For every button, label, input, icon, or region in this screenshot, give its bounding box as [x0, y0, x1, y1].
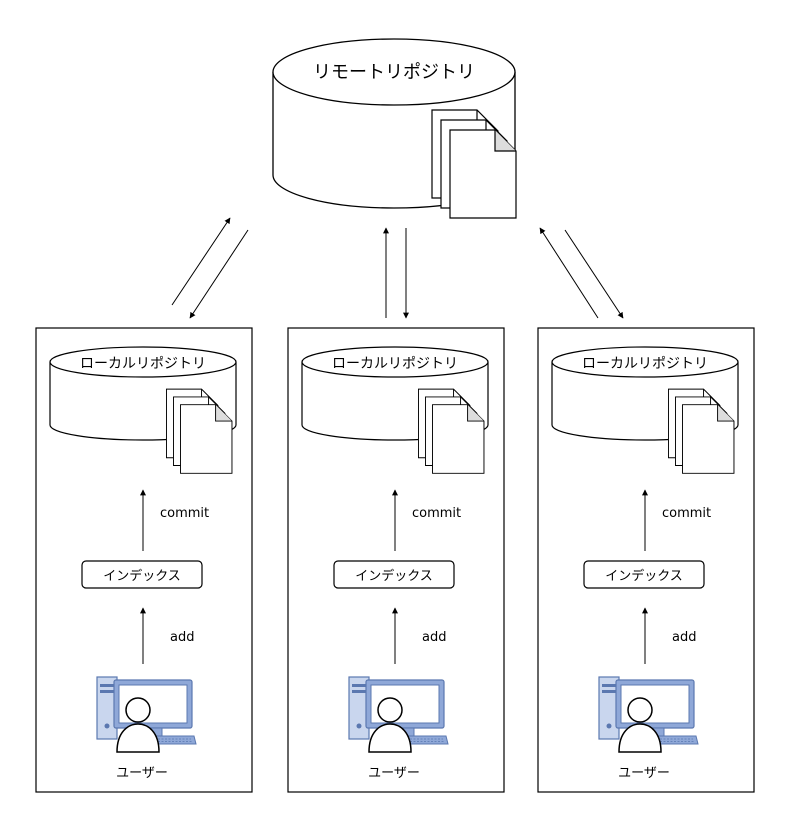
- environment-frame: [35, 327, 253, 793]
- user-label: ユーザー: [116, 766, 168, 781]
- pull-arrow-left: [189, 229, 249, 319]
- pull-arrow-right: [564, 229, 624, 319]
- commit-label: commit: [662, 506, 711, 521]
- user-environment-3: ローカルリポジトリ commit インデックス add ユーザー: [537, 327, 755, 793]
- user-label: ユーザー: [368, 766, 420, 781]
- user-label: ユーザー: [618, 766, 670, 781]
- local-cylinder-top: [551, 346, 739, 378]
- environment-frame: [287, 327, 505, 793]
- index-box: [333, 560, 455, 589]
- sync-arrows: [171, 217, 624, 319]
- user-environment-2: ローカルリポジトリ commit インデックス add ユーザー: [287, 327, 505, 793]
- index-box: [81, 560, 203, 589]
- commit-label: commit: [412, 506, 461, 521]
- index-label: インデックス: [103, 568, 181, 584]
- index-box: [583, 560, 705, 589]
- local-repository-label: ローカルリポジトリ: [582, 356, 708, 372]
- remote-repository: リモートリポジトリ: [272, 38, 517, 219]
- commit-label: commit: [160, 506, 209, 521]
- push-arrow-left: [171, 217, 231, 306]
- add-label: add: [422, 630, 446, 645]
- remote-cylinder-top: [272, 38, 516, 106]
- add-label: add: [170, 630, 194, 645]
- user-computer-icon: [96, 676, 197, 753]
- index-label: インデックス: [355, 568, 433, 584]
- local-repository-label: ローカルリポジトリ: [80, 356, 206, 372]
- user-environment-1: ローカルリポジトリ commit インデックス add ユーザー: [35, 327, 253, 793]
- index-label: インデックス: [605, 568, 683, 584]
- local-repository-label: ローカルリポジトリ: [332, 356, 458, 372]
- user-computer-icon: [348, 676, 449, 753]
- local-cylinder-top: [49, 346, 237, 378]
- user-computer-icon: [598, 676, 699, 753]
- push-arrow-right: [539, 227, 599, 319]
- remote-repository-label: リモートリポジトリ: [313, 62, 475, 83]
- add-label: add: [672, 630, 696, 645]
- local-cylinder-top: [301, 346, 489, 378]
- environment-frame: [537, 327, 755, 793]
